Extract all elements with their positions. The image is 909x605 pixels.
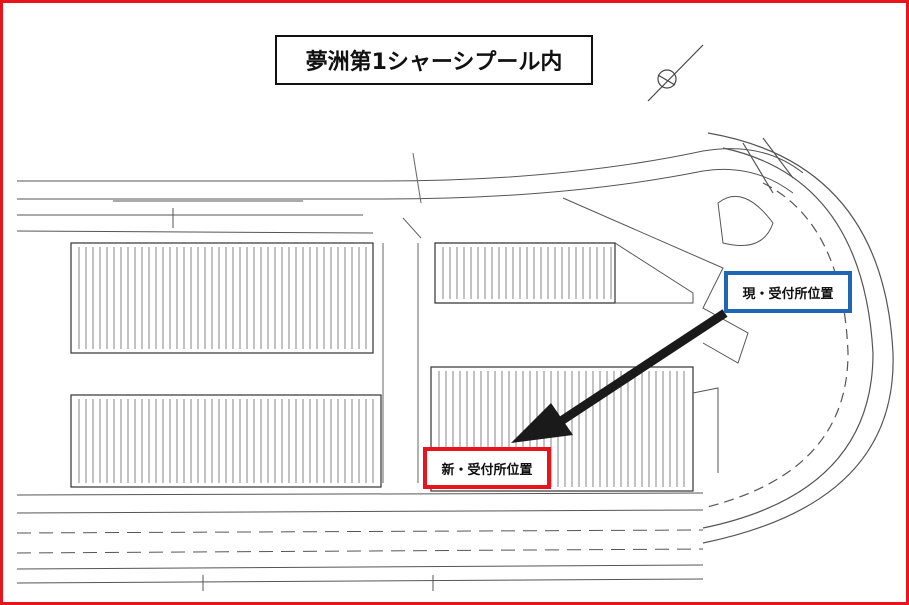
curved-road bbox=[702, 132, 894, 544]
parking-block-left-lower bbox=[70, 394, 382, 488]
current-reception-label: 現・受付所位置 bbox=[724, 271, 852, 313]
central-lane bbox=[382, 152, 422, 483]
compass-north-icon bbox=[647, 44, 704, 102]
parking-block-right-upper bbox=[434, 242, 694, 304]
new-reception-label: 新・受付所位置 bbox=[423, 447, 551, 489]
upper-road bbox=[16, 148, 804, 234]
site-plan-drawing bbox=[16, 44, 894, 591]
map-title: 夢洲第1シャーシプール内 bbox=[275, 35, 593, 85]
parking-block-left-upper bbox=[70, 242, 374, 354]
building-outline bbox=[113, 195, 774, 473]
relocation-arrow bbox=[511, 309, 728, 443]
bottom-road bbox=[16, 492, 704, 591]
